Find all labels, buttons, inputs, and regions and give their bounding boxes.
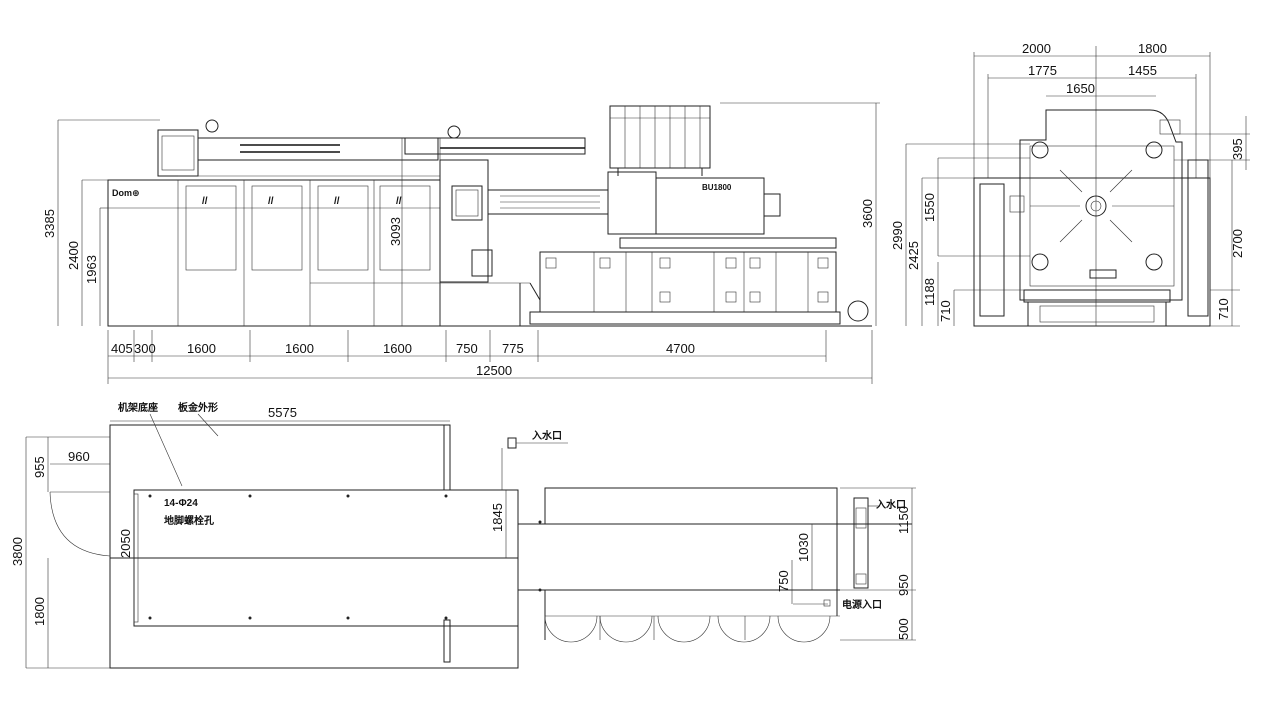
dim-overall-length: 12500 (476, 363, 512, 378)
dim-1800: 1800 (32, 597, 47, 626)
label-frame-base: 机架底座 (118, 401, 158, 414)
dim-5575: 5575 (268, 405, 297, 420)
dim-950: 950 (896, 574, 911, 596)
dim-3385: 3385 (42, 209, 57, 238)
dim-2000: 2000 (1022, 41, 1051, 56)
dim-710-right: 710 (1216, 298, 1231, 320)
label-water-inlet-top: 入水口 (532, 429, 562, 442)
dim-1550: 1550 (922, 193, 937, 222)
label-hole-spec: 14-Φ24 (164, 498, 198, 509)
dim-4700: 4700 (666, 341, 695, 356)
svg-text://: // (334, 196, 340, 207)
dim-2425: 2425 (906, 241, 921, 270)
dim-1600-b: 1600 (285, 341, 314, 356)
dim-750: 750 (776, 570, 791, 592)
label-hole: 地脚螺栓孔 (164, 514, 214, 527)
dim-500: 500 (896, 618, 911, 640)
dim-1030: 1030 (796, 533, 811, 562)
dim-3093: 3093 (388, 217, 403, 246)
motor-label: BU1800 (702, 183, 732, 192)
dim-750: 750 (456, 341, 478, 356)
dim-1800: 1800 (1138, 41, 1167, 56)
dim-2700: 2700 (1230, 229, 1245, 258)
label-water-inlet-right: 入水口 (876, 498, 906, 511)
side-view: // // // // Dom⊕ BU1800 (42, 102, 880, 384)
dim-1188: 1188 (922, 278, 937, 306)
dim-300: 300 (134, 341, 156, 356)
dim-1600-a: 1600 (187, 341, 216, 356)
dim-955: 955 (32, 456, 47, 478)
dim-710-left: 710 (938, 300, 953, 322)
label-sheet-metal: 板金外形 (178, 401, 218, 414)
dim-960: 960 (68, 449, 90, 464)
label-power-inlet: 电源入口 (842, 598, 882, 611)
dim-775: 775 (502, 341, 524, 356)
logo-label: Dom⊕ (112, 188, 140, 198)
dim-395: 395 (1230, 138, 1245, 160)
svg-text://: // (396, 196, 402, 207)
dim-2990: 2990 (890, 221, 905, 250)
svg-text://: // (202, 196, 208, 207)
dim-1775: 1775 (1028, 63, 1057, 78)
plan-view: 机架底座 板金外形 14-Φ24 地脚螺栓孔 入水口 入水口 电源入口 5575… (10, 401, 916, 669)
dim-2400: 2400 (66, 241, 81, 270)
dim-405: 405 (111, 341, 133, 356)
dim-1650: 1650 (1066, 81, 1095, 96)
dim-1845: 1845 (490, 503, 505, 532)
dim-1963: 1963 (84, 255, 99, 284)
dim-3800: 3800 (10, 537, 25, 566)
front-view: 2000 1800 1775 1455 1650 (890, 41, 1250, 327)
dim-1600-c: 1600 (383, 341, 412, 356)
dim-2050: 2050 (118, 529, 133, 558)
dim-1455: 1455 (1128, 63, 1157, 78)
dim-1150: 1150 (896, 506, 911, 534)
dim-3600: 3600 (860, 199, 875, 228)
svg-text://: // (268, 196, 274, 207)
